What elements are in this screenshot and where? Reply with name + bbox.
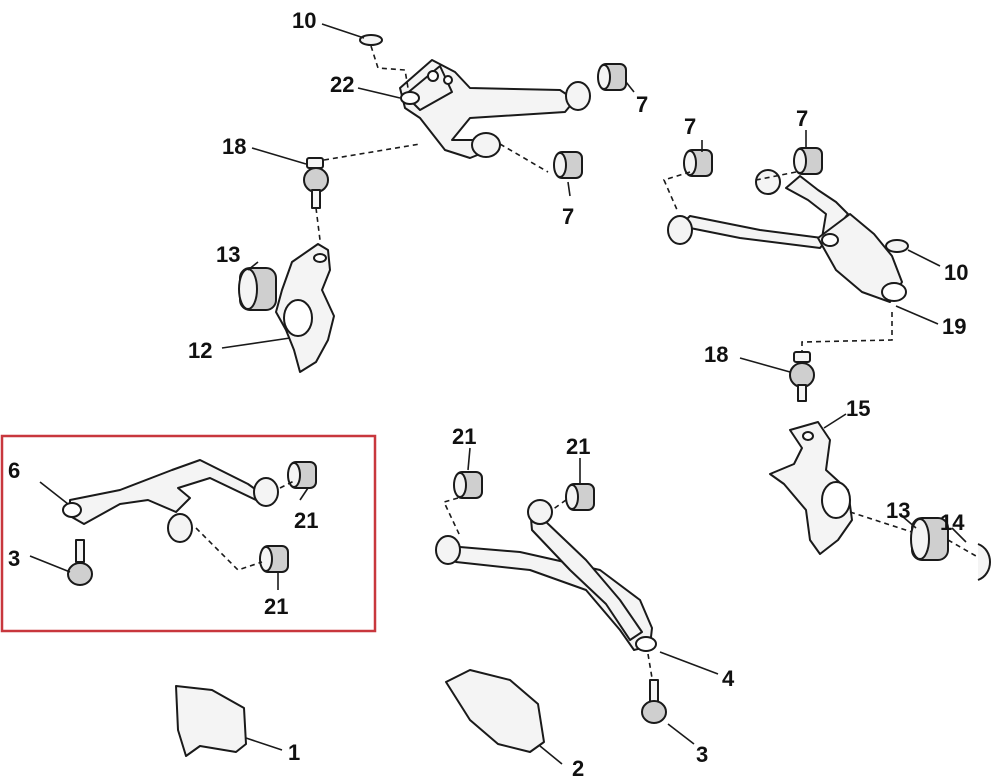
callout-18-upper: 18 — [222, 134, 246, 159]
callout-19: 19 — [942, 314, 966, 339]
control-arm-left-lower — [62, 459, 279, 543]
snap-ring-top — [359, 34, 383, 46]
callout-22: 22 — [330, 72, 354, 97]
bushing-upper-c — [471, 132, 501, 158]
bushing-lower-c — [683, 149, 713, 177]
bushing-lower-d — [793, 147, 823, 175]
callout-18-right: 18 — [704, 342, 728, 367]
callout-21-box-bottom: 21 — [264, 594, 288, 619]
bushing-upper-b — [597, 63, 627, 91]
callout-7-right-b: 7 — [796, 106, 808, 131]
callout-21-center-right: 21 — [566, 434, 590, 459]
callout-2: 2 — [572, 756, 584, 780]
snap-ring-bearing — [977, 543, 991, 581]
callout-1: 1 — [288, 740, 300, 765]
callout-13-left: 13 — [216, 242, 240, 267]
bushing-lower-a — [667, 215, 693, 245]
bushing-upper-d — [553, 151, 583, 179]
callout-labels: 10 22 7 18 7 7 7 13 12 10 19 18 15 6 21 … — [8, 8, 968, 780]
snap-ring-right — [885, 239, 909, 253]
wheel-bearing-right — [910, 517, 949, 561]
arm-guard-left — [175, 685, 247, 757]
steering-knuckle-left — [275, 243, 335, 373]
ball-joint-right — [789, 351, 815, 402]
callout-3-bottom: 3 — [696, 742, 708, 767]
bushing-box-top — [287, 461, 317, 489]
callout-4: 4 — [722, 666, 735, 691]
callout-13-right: 13 — [886, 498, 910, 523]
wheel-bearing-left — [238, 267, 277, 311]
arm-guard-center — [445, 669, 545, 753]
leader-lines — [29, 23, 977, 765]
steering-knuckle-right — [769, 421, 853, 555]
upper-control-arm-left — [399, 59, 576, 159]
highlight-box — [0, 434, 377, 633]
bushing-center-b — [565, 483, 595, 511]
callout-14: 14 — [940, 510, 965, 535]
bushing-lower-b — [755, 169, 781, 195]
ball-joint-upper — [303, 157, 329, 209]
lower-control-arm-right — [679, 175, 907, 303]
callout-12: 12 — [188, 338, 212, 363]
callout-7-upper-mid: 7 — [562, 204, 574, 229]
callout-21-center-left: 21 — [452, 424, 476, 449]
callout-7-right-a: 7 — [684, 114, 696, 139]
callout-7-upper-right: 7 — [636, 92, 648, 117]
callout-10-top: 10 — [292, 8, 316, 33]
callout-6: 6 — [8, 458, 20, 483]
callout-21-box-top: 21 — [294, 508, 318, 533]
ball-joint-center — [641, 679, 667, 724]
control-arm-center-lower — [435, 499, 657, 652]
bushing-upper-a — [565, 81, 591, 111]
ball-joint-box — [67, 539, 93, 586]
callout-10-right: 10 — [944, 260, 968, 285]
callout-15: 15 — [846, 396, 870, 421]
bushing-center-a — [453, 471, 483, 499]
bushing-box-bottom — [259, 545, 289, 573]
callout-3-box: 3 — [8, 546, 20, 571]
